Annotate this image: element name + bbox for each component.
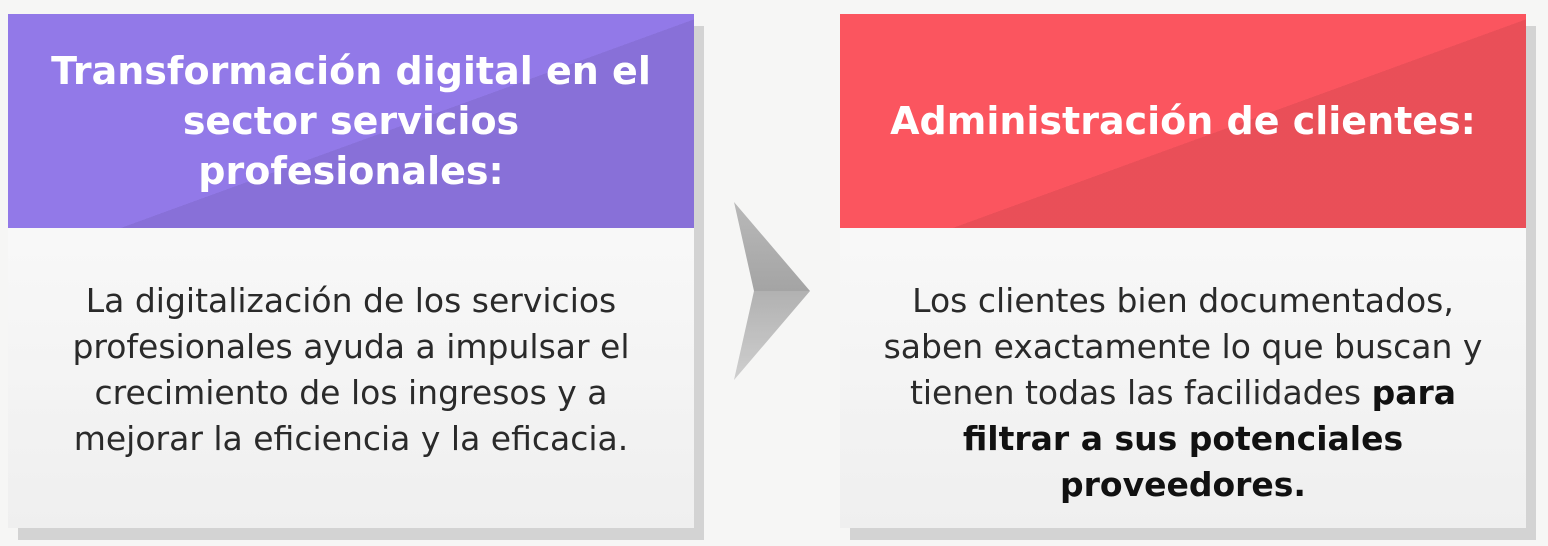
right-card: Administración de clientes: Los clientes… bbox=[840, 14, 1526, 528]
left-card-body: La digitalización de los servicios profe… bbox=[8, 228, 694, 528]
left-card: Transformación digital en el sector serv… bbox=[8, 14, 694, 528]
left-card-title: Transformación digital en el sector serv… bbox=[51, 49, 651, 193]
right-card-title: Administración de clientes: bbox=[890, 99, 1476, 143]
right-card-text-bold: para filtrar a sus potenciales proveedor… bbox=[962, 373, 1457, 504]
right-card-text-normal: Los clientes bien documentados, saben ex… bbox=[883, 281, 1483, 412]
left-card-header: Transformación digital en el sector serv… bbox=[8, 14, 694, 228]
right-card-text: Los clientes bien documentados, saben ex… bbox=[874, 278, 1492, 528]
right-card-header: Administración de clientes: bbox=[840, 14, 1526, 228]
arrow-right-icon bbox=[734, 202, 810, 380]
left-card-text: La digitalización de los servicios profe… bbox=[72, 281, 630, 458]
right-card-body: Los clientes bien documentados, saben ex… bbox=[840, 228, 1526, 528]
